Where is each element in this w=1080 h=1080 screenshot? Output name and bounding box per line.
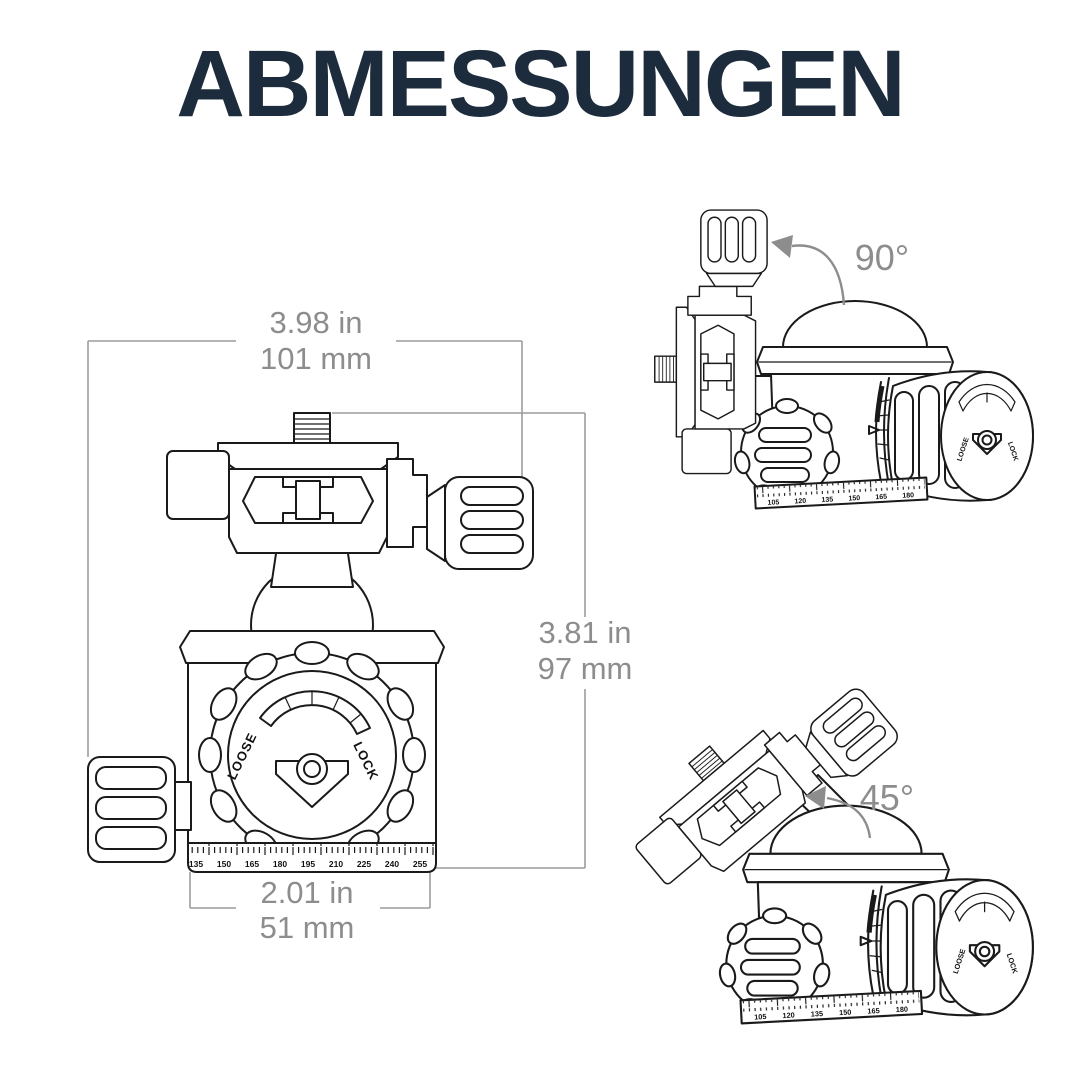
svg-text:255: 255 (413, 859, 427, 869)
angle-label-45: 45° (860, 777, 914, 818)
svg-text:135: 135 (189, 859, 203, 869)
height-mm-label: 97 mm (538, 651, 633, 686)
dimension-base: 2.01 in 51 mm (189, 872, 431, 945)
side-view-90-diagram: 90° (654, 209, 1080, 570)
svg-text:165: 165 (245, 859, 259, 869)
svg-text:225: 225 (357, 859, 371, 869)
svg-text:240: 240 (385, 859, 399, 869)
svg-text:195: 195 (301, 859, 315, 869)
svg-text:180: 180 (273, 859, 287, 869)
page-title: ABMESSUNGEN (176, 31, 906, 137)
width-mm-label: 101 mm (260, 341, 372, 376)
svg-text:150: 150 (217, 859, 231, 869)
angle-label-90: 90° (855, 237, 909, 278)
side-view-45-diagram: 45° (615, 647, 1080, 1080)
dimension-width: 3.98 in 101 mm (87, 305, 523, 757)
pan-knob (87, 756, 192, 863)
height-inches-label: 3.81 in (538, 615, 631, 650)
base-mm-label: 51 mm (260, 910, 355, 945)
tilt-arrow-45 (805, 786, 872, 839)
pan-ruler: 135 150 165 180 195 210 225 240 255 (187, 842, 437, 873)
svg-text:210: 210 (329, 859, 343, 869)
dial-arc-track (259, 690, 371, 735)
dimension-height: 3.81 in 97 mm (332, 412, 633, 869)
tilt-arrow-90 (771, 235, 846, 306)
width-inches-label: 3.98 in (269, 305, 362, 340)
base-inches-label: 2.01 in (260, 875, 353, 910)
front-view-diagram: 3.98 in 101 mm 3.81 in 97 mm 2.01 in 51 … (87, 305, 633, 945)
